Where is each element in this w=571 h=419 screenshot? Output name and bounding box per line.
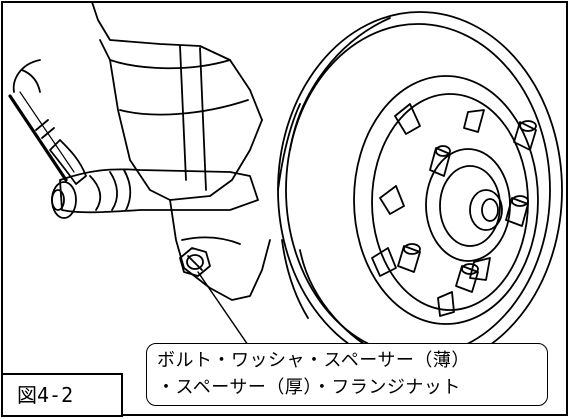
knuckle-outline xyxy=(169,199,271,301)
figure-label: 図4-2 xyxy=(1,373,123,417)
parts-callout: ボルト・ワッシャ・スペーサー（薄） ・スペーサー（厚）・フランジナット xyxy=(146,343,548,406)
tie-rod-arm xyxy=(59,168,259,214)
brake-disc-outer xyxy=(277,11,563,369)
callout-line-1: ボルト・ワッシャ・スペーサー（薄） xyxy=(157,350,470,371)
disc-vent-holes xyxy=(371,103,491,317)
wrench-tool xyxy=(8,59,87,185)
upper-body-outline xyxy=(91,1,263,121)
disc-inner-ring xyxy=(353,75,539,325)
callout-line-2: ・スペーサー（厚）・フランジナット xyxy=(157,377,461,398)
lower-bolt-nut xyxy=(179,247,211,277)
hub-cap xyxy=(469,189,503,231)
strut-housing xyxy=(99,39,263,201)
wheel-studs xyxy=(397,120,537,293)
leader-line xyxy=(197,271,249,346)
